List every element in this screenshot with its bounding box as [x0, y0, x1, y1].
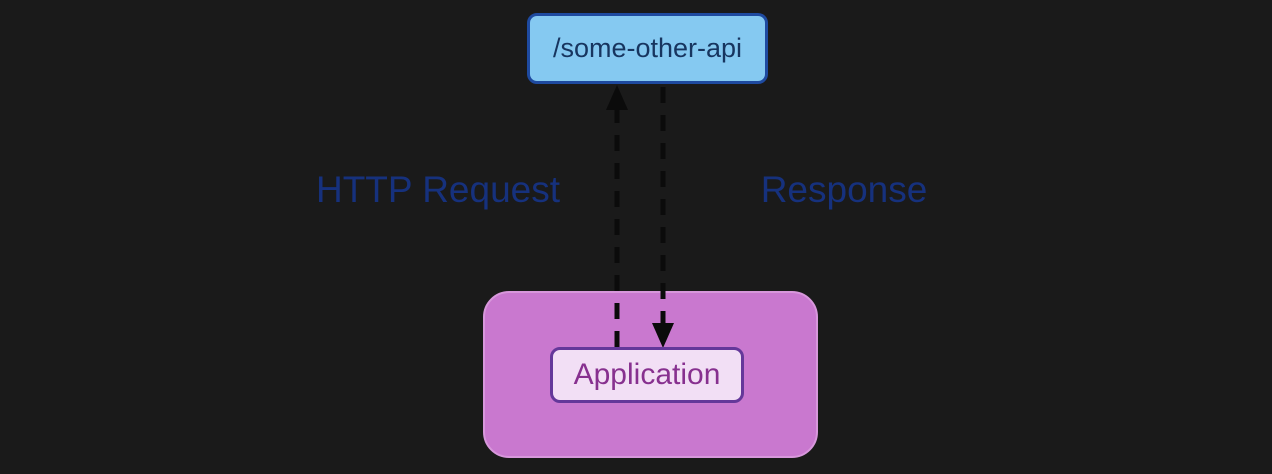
node-some-other-api: /some-other-api — [527, 13, 768, 84]
application-node-label: Application — [573, 358, 721, 391]
edge-label-http-request: HTTP Request — [315, 169, 561, 210]
request-arrow-up-head-icon — [606, 85, 628, 110]
api-node-label: /some-other-api — [552, 33, 743, 63]
edge-label-response: Response — [760, 169, 928, 210]
node-application: Application — [550, 347, 744, 403]
